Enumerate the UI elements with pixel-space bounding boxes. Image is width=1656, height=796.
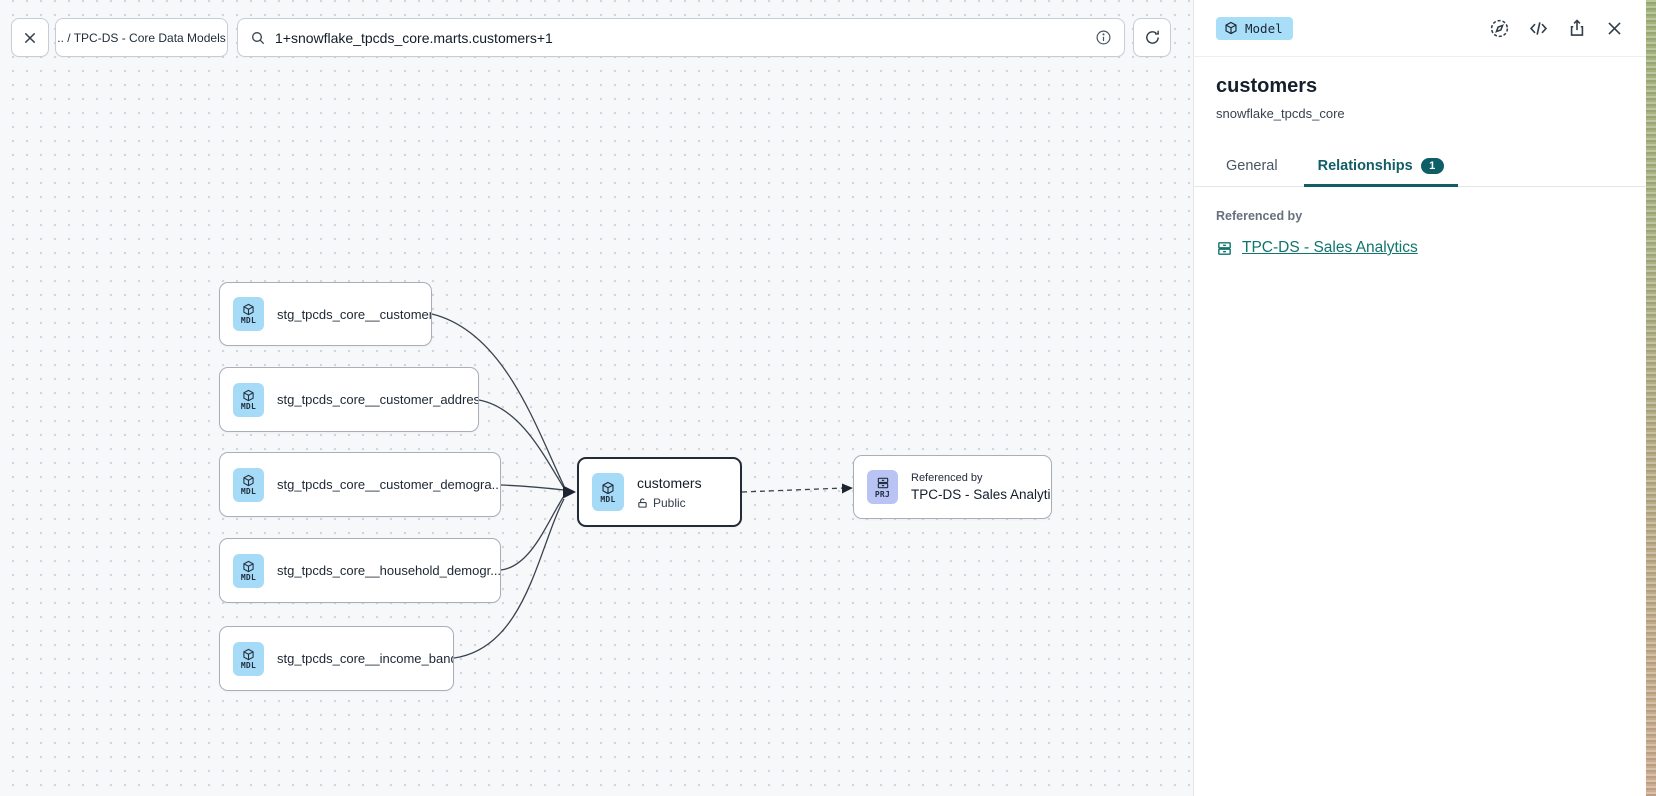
explore-lineage-button[interactable] bbox=[1489, 18, 1510, 39]
compass-icon bbox=[1490, 19, 1509, 37]
cube-icon bbox=[243, 560, 254, 572]
model-type-chip: MDL bbox=[233, 553, 264, 588]
node-label: stg_tpcds_core__customer_address bbox=[277, 392, 479, 407]
tab-content: Referenced by TPC-DS - Sales Analytics bbox=[1194, 187, 1646, 257]
close-panel-button[interactable] bbox=[1605, 19, 1624, 38]
node-label: stg_tpcds_core__customer bbox=[277, 306, 432, 322]
resource-type-label: Model bbox=[1245, 20, 1283, 36]
model-node-stg-tpcds-core-household-demographics[interactable]: MDL stg_tpcds_core__household_demogr... bbox=[219, 538, 501, 603]
page-title: customers bbox=[1216, 75, 1318, 97]
tab-relationships[interactable]: Relationships 1 bbox=[1303, 147, 1459, 187]
project-type-label: PRJ bbox=[874, 489, 891, 499]
refresh-lineage-button[interactable] bbox=[1133, 18, 1171, 57]
reference-link[interactable]: TPC-DS - Sales Analytics bbox=[1242, 239, 1418, 256]
view-code-button[interactable] bbox=[1528, 18, 1549, 39]
breadcrumb[interactable]: .. / TPC-DS - Core Data Models bbox=[55, 18, 228, 57]
lineage-edges bbox=[431, 313, 853, 659]
project-name: snowflake_tpcds_core bbox=[1216, 106, 1345, 121]
cube-icon bbox=[243, 474, 254, 486]
model-node-stg-tpcds-core-customer-demographics[interactable]: MDL stg_tpcds_core__customer_demogra... bbox=[219, 452, 501, 517]
relationships-count-badge: 1 bbox=[1420, 158, 1444, 174]
unlock-icon bbox=[638, 497, 647, 508]
model-type-label: MDL bbox=[600, 494, 616, 504]
screen-edge-artifact bbox=[1646, 0, 1656, 796]
drawer-icon bbox=[877, 477, 888, 488]
node-label: stg_tpcds_core__income_band bbox=[277, 651, 454, 666]
model-type-chip: MDL bbox=[233, 297, 264, 331]
tab-general-label: General bbox=[1226, 158, 1278, 174]
close-lineage-button[interactable] bbox=[11, 18, 49, 57]
cube-icon bbox=[602, 481, 614, 494]
model-node-stg-tpcds-core-customer[interactable]: MDL stg_tpcds_core__customer bbox=[219, 282, 432, 346]
model-type-chip: MDL bbox=[592, 473, 624, 511]
referenced-by-section: Referenced by TPC-DS - Sales Analytics bbox=[1216, 187, 1624, 257]
breadcrumb-label: .. / TPC-DS - Core Data Models bbox=[57, 30, 226, 45]
cube-icon bbox=[1225, 21, 1237, 35]
project-node-kicker: Referenced by bbox=[911, 472, 983, 484]
tab-general[interactable]: General bbox=[1212, 147, 1292, 186]
model-type-chip: MDL bbox=[233, 467, 264, 502]
referenced-by-label: Referenced by bbox=[1216, 209, 1303, 223]
project-type-chip: PRJ bbox=[867, 470, 898, 504]
model-type-label: MDL bbox=[240, 486, 257, 496]
model-type-label: MDL bbox=[240, 572, 257, 582]
model-type-chip: MDL bbox=[233, 641, 264, 676]
details-panel: Model customers snowflake_tpcds_core bbox=[1193, 0, 1646, 796]
model-type-label: MDL bbox=[240, 660, 257, 670]
drawer-icon bbox=[1218, 241, 1231, 255]
panel-actions bbox=[1489, 18, 1624, 39]
share-icon bbox=[1570, 19, 1584, 36]
reference-link-row: TPC-DS - Sales Analytics bbox=[1216, 239, 1624, 257]
tab-relationships-label: Relationships bbox=[1317, 158, 1413, 174]
panel-tabs: General Relationships 1 bbox=[1194, 147, 1646, 187]
node-label: stg_tpcds_core__household_demogr... bbox=[277, 563, 501, 578]
panel-body: customers snowflake_tpcds_core bbox=[1194, 75, 1646, 121]
model-node-stg-tpcds-core-customer-address[interactable]: MDL stg_tpcds_core__customer_address bbox=[219, 367, 479, 432]
search-icon bbox=[250, 30, 266, 46]
node-label: stg_tpcds_core__customer_demogra... bbox=[277, 477, 501, 492]
lineage-canvas[interactable]: MDL stg_tpcds_core__customer MDL stg_tpc… bbox=[0, 0, 1193, 796]
panel-header: Model bbox=[1194, 0, 1646, 57]
visibility-label: Public bbox=[653, 495, 686, 510]
close-icon bbox=[1608, 21, 1621, 35]
project-node-title: TPC-DS - Sales Analytics bbox=[911, 487, 1052, 502]
selected-node-title: customers bbox=[637, 474, 702, 491]
lineage-selector-bar[interactable] bbox=[237, 18, 1125, 57]
refresh-icon bbox=[1145, 30, 1159, 44]
code-icon bbox=[1529, 21, 1548, 35]
share-button[interactable] bbox=[1567, 18, 1587, 38]
selector-input[interactable] bbox=[275, 29, 1086, 46]
model-type-label: MDL bbox=[240, 316, 257, 325]
cube-icon bbox=[243, 303, 254, 316]
info-icon[interactable] bbox=[1095, 29, 1112, 46]
model-type-label: MDL bbox=[240, 401, 257, 411]
model-type-chip: MDL bbox=[233, 382, 264, 417]
model-node-stg-tpcds-core-income-band[interactable]: MDL stg_tpcds_core__income_band bbox=[219, 626, 454, 691]
project-node-tpcds-sales-analytics[interactable]: PRJ Referenced by TPC-DS - Sales Analyti… bbox=[853, 455, 1052, 519]
resource-type-badge: Model bbox=[1216, 16, 1293, 40]
model-node-customers-selected[interactable]: MDL customers Public bbox=[577, 457, 742, 527]
cube-icon bbox=[243, 648, 254, 660]
cube-icon bbox=[243, 389, 254, 401]
close-icon bbox=[24, 32, 36, 43]
